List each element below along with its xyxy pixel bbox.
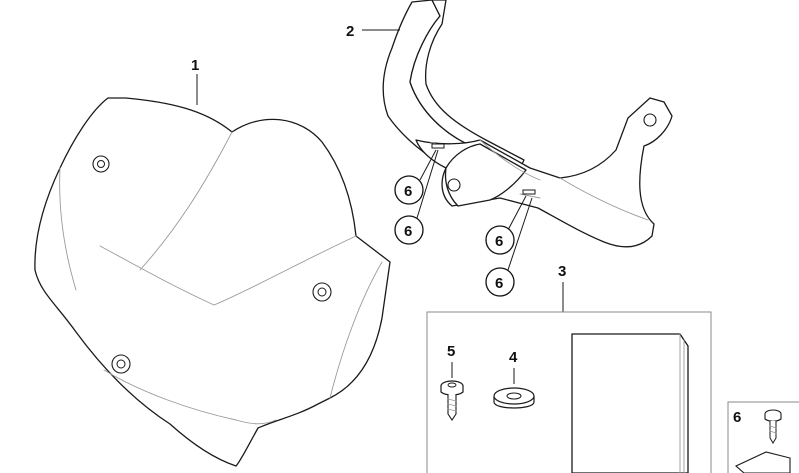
washer-part[interactable] [493, 387, 535, 409]
legend-callout-6: 6 [733, 409, 741, 426]
callout-5: 5 [447, 343, 455, 360]
svg-text:6: 6 [404, 183, 412, 200]
callout-3: 3 [558, 263, 566, 280]
bracket-part[interactable] [382, 0, 673, 248]
mount-hole-top [92, 155, 110, 173]
instruction-sheet[interactable] [571, 333, 689, 473]
legend-screw-part[interactable] [764, 409, 782, 444]
callout-6-circle-d: 6 [485, 197, 533, 297]
windshield-part[interactable] [34, 97, 391, 467]
callout-6-circle-c: 6 [485, 195, 527, 255]
callout-4: 4 [509, 349, 518, 366]
svg-text:6: 6 [404, 223, 412, 240]
callout-1: 1 [191, 57, 199, 74]
callout-2: 2 [346, 23, 354, 40]
mount-hole-left [111, 354, 131, 374]
arrow-icon [735, 451, 791, 473]
svg-text:6: 6 [495, 275, 503, 292]
mount-hole-right [312, 282, 332, 302]
mounting-kit-box[interactable] [426, 311, 712, 473]
svg-text:6: 6 [495, 233, 503, 250]
legend-box [727, 401, 799, 473]
screw-part[interactable] [440, 380, 464, 421]
callout-6-circle-a: 6 [394, 149, 437, 205]
callout-6-circle-b: 6 [394, 149, 439, 245]
